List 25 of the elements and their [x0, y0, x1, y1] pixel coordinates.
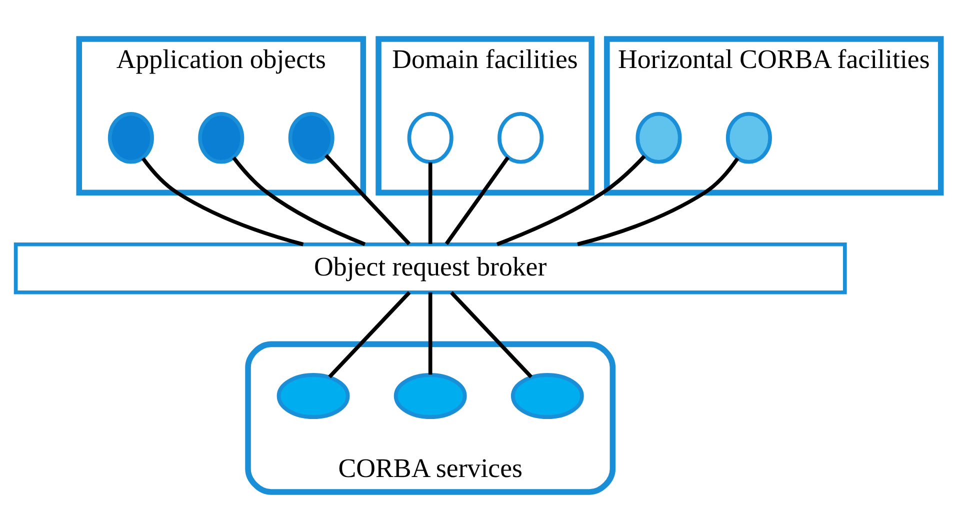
- node-box: Object request broker: [14, 242, 847, 294]
- connector: [324, 154, 411, 246]
- node-ellipse: [636, 112, 682, 164]
- connector: [141, 157, 304, 246]
- connector: [496, 154, 646, 246]
- node-ellipse: [108, 112, 154, 164]
- connector: [444, 156, 510, 245]
- node-ellipse: [498, 112, 544, 164]
- cluster: Application objects: [76, 36, 366, 196]
- node-ellipse: [198, 112, 244, 164]
- connector: [232, 156, 366, 246]
- connector: [428, 292, 432, 375]
- node-ellipse: [288, 112, 334, 164]
- node-ellipse: [276, 372, 350, 420]
- cluster: CORBA services: [245, 341, 616, 495]
- cluster: Domain facilities: [376, 36, 594, 196]
- cluster: Horizontal CORBA facilities: [604, 36, 944, 196]
- connector: [577, 157, 740, 246]
- connector: [328, 291, 411, 378]
- node-ellipse: [510, 372, 584, 420]
- connector: [428, 162, 432, 244]
- connector: [450, 291, 533, 378]
- node-ellipse: [394, 372, 467, 420]
- node-ellipse: [407, 112, 454, 164]
- node-ellipse: [726, 112, 772, 164]
